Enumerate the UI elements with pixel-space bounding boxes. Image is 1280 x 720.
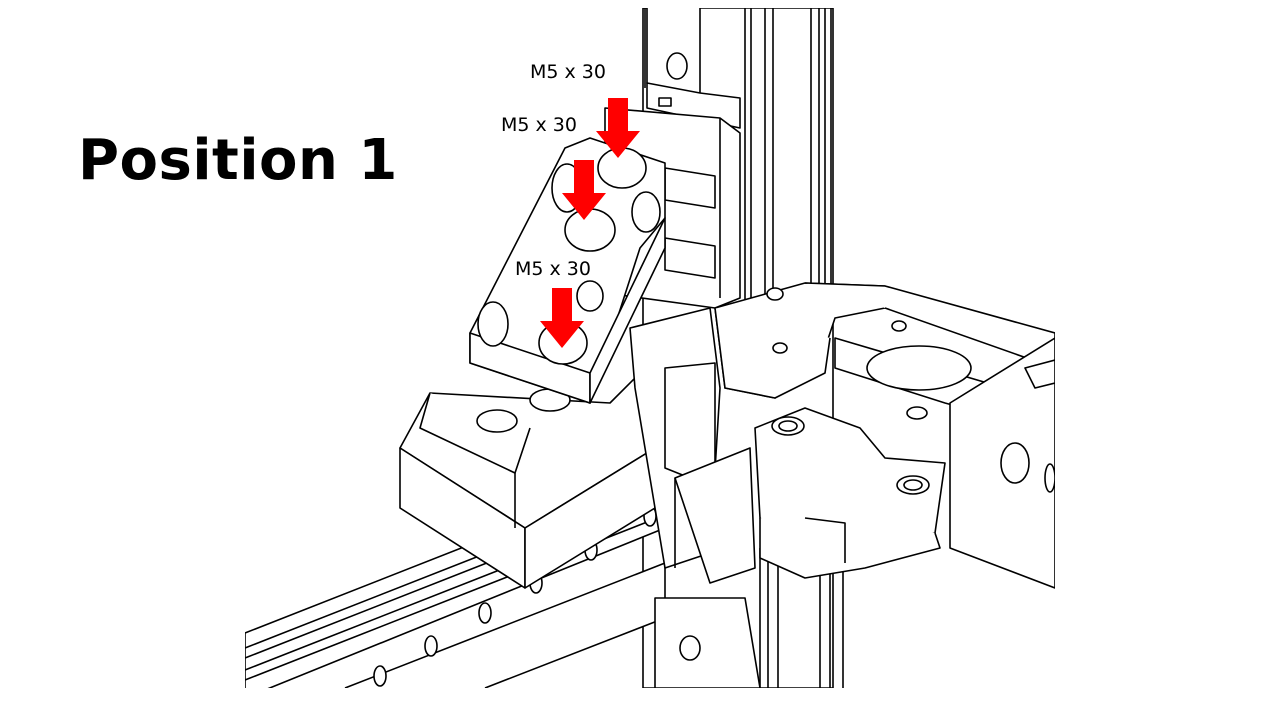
red-arrow-down-icon: [562, 160, 606, 220]
assembly-drawing: [245, 8, 1055, 688]
lower-right-plate: [754, 407, 946, 579]
red-arrow-down-icon: [540, 288, 584, 348]
slide-title: Position 1: [78, 128, 398, 193]
bolt-label-middle: M5 x 30: [501, 114, 577, 136]
lower-carriage: [399, 367, 656, 589]
bolt-label-bottom: M5 x 30: [515, 258, 591, 280]
red-arrow-down-icon: [596, 98, 640, 158]
right-rail: [949, 337, 1055, 589]
center-column: [629, 307, 761, 688]
right-plate: [714, 282, 1055, 434]
bolt-label-top: M5 x 30: [530, 61, 606, 83]
